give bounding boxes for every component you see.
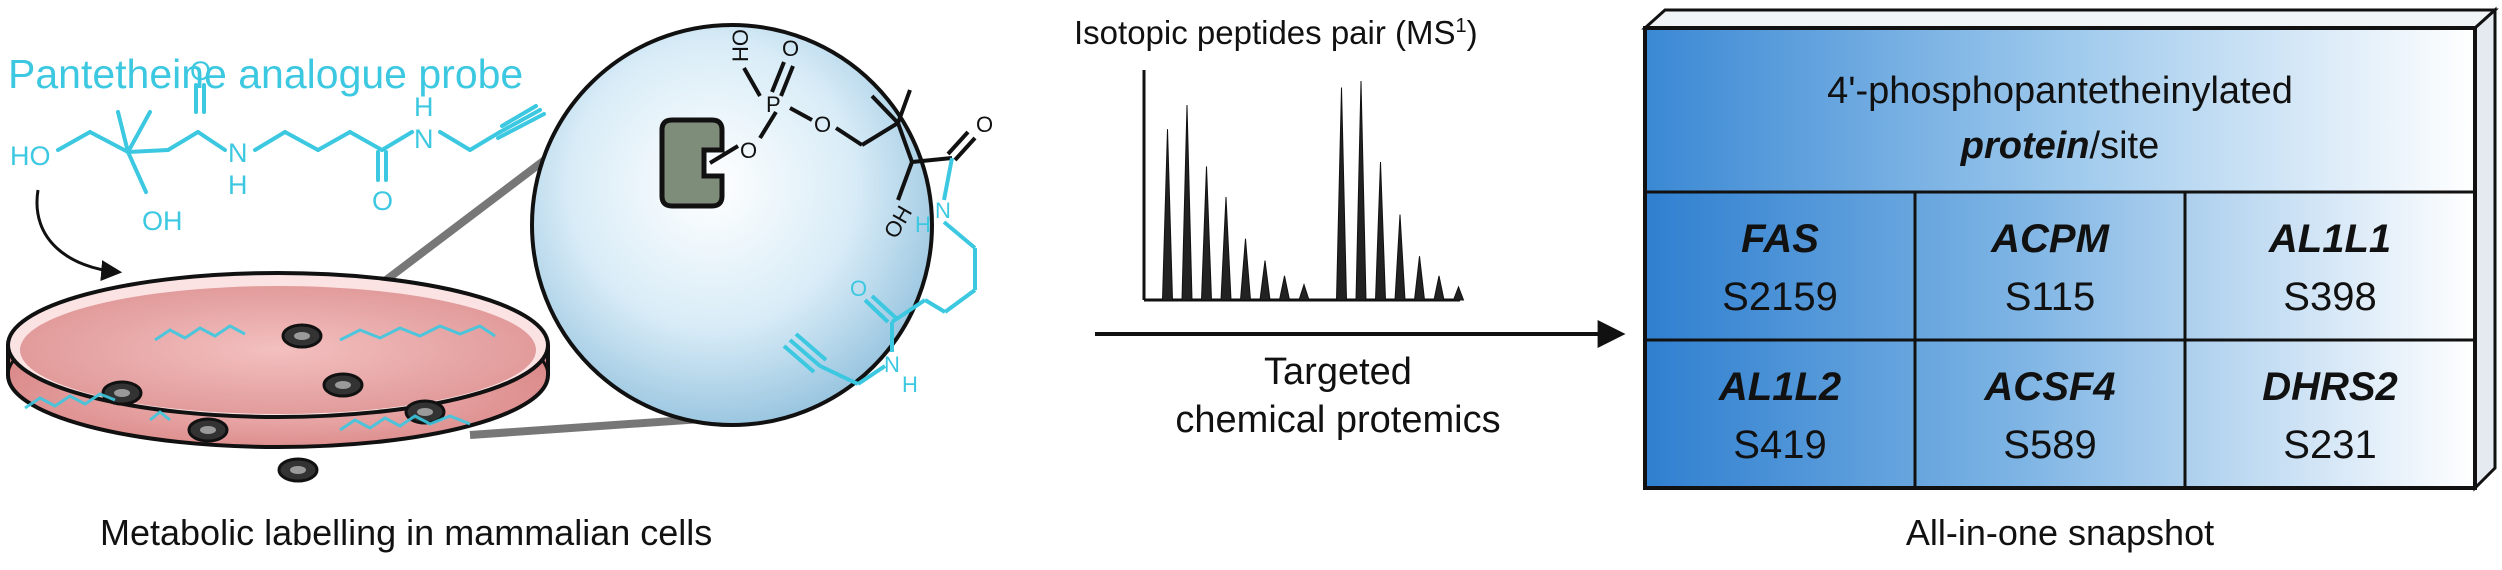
ms-peak-12 [1394, 214, 1406, 301]
protein-linker-bond [708, 144, 740, 165]
ms-peak-10 [1355, 80, 1367, 301]
ppant-structure-black [742, 61, 977, 201]
probe-title: Pantetheine analogue probe [8, 51, 523, 97]
probe-atom-n2h: H [414, 92, 434, 122]
zoom-atom-n2h: H [902, 372, 918, 397]
snapshot-caption: All-in-one snapshot [1906, 512, 2214, 553]
cell-protein: ACPM [1990, 217, 2110, 261]
snapshot-header-bold: protein [1960, 125, 2090, 167]
probe-atom-o2: O [372, 186, 393, 216]
cell-site: S115 [2005, 275, 2095, 319]
process-label-line1: Targeted [1264, 351, 1412, 393]
cell-site: S231 [2283, 423, 2376, 467]
ms-peak-14 [1433, 275, 1445, 301]
carrier-protein [659, 117, 740, 209]
ms-title-main: Isotopic peptides pair (MS [1074, 14, 1456, 51]
zoom-atom-p-o-top: O [782, 36, 799, 61]
snapshot-cell-6: DHRS2 S231 [2262, 365, 2398, 467]
ms-peak-2 [1181, 105, 1193, 301]
process-label-line2: chemical protemics [1175, 399, 1500, 441]
probe-atom-n1h: H [228, 170, 248, 200]
ms-peak-8 [1298, 283, 1310, 301]
ms-peak-1 [1161, 129, 1174, 301]
zoom-atom-n1: N [935, 198, 951, 223]
zoom-atom-o-amide2: O [850, 276, 867, 301]
ms-peak-5 [1239, 238, 1252, 301]
snapshot-header-line2: protein/site [1960, 125, 2159, 167]
ms-title: Isotopic peptides pair (MS1) [1074, 14, 1478, 51]
ms-peak-4 [1220, 197, 1232, 301]
ms-spectrum [1142, 70, 1465, 302]
snapshot-cell-1: FAS S2159 [1722, 217, 1838, 319]
cell-site: S398 [2283, 275, 2376, 319]
snapshot-box [1641, 6, 2499, 492]
ms-peak-6 [1259, 260, 1271, 301]
ms-peak-3 [1200, 166, 1213, 301]
zoom-sphere [530, 23, 934, 427]
ms-peak-15 [1452, 285, 1465, 301]
zoom-atom-n1h: H [915, 212, 931, 237]
ms-peak-13 [1413, 256, 1426, 301]
snapshot-header-line1: 4'-phosphopantetheinylated [1827, 70, 2293, 112]
ms-title-superscript: 1 [1456, 15, 1467, 37]
cell-protein: FAS [1741, 217, 1819, 261]
probe-caption: Metabolic labelling in mammalian cells [100, 512, 712, 553]
cell-site: S589 [2003, 423, 2096, 467]
ms-peak-9 [1335, 87, 1348, 301]
snapshot-cell-3: AL1L1 S398 [2268, 217, 2391, 319]
zoom-atom-o-amide1: O [976, 112, 993, 137]
zoom-atom-p: P [766, 92, 781, 117]
cell-protein: AL1L1 [2268, 217, 2391, 261]
probe-atom-ho: HO [10, 141, 51, 171]
probe-structure [56, 83, 546, 194]
probe-atom-n1: N [228, 138, 248, 168]
snapshot-cell-2: ACPM S115 [1990, 217, 2110, 319]
probe-atom-oh: OH [142, 206, 183, 236]
snapshot-cell-4: AL1L2 S419 [1718, 365, 1841, 467]
cell-nuclei [114, 332, 433, 474]
zoom-atom-p-ho: HO [728, 29, 753, 62]
dish-probe-molecules [24, 324, 496, 432]
ms-peak-7 [1278, 275, 1291, 301]
ppant-structure-cyan [782, 157, 977, 386]
ms-peak-11 [1374, 161, 1387, 301]
cell-site: S419 [1733, 423, 1826, 467]
zoom-atom-p-o-bottom: O [740, 138, 757, 163]
cell-protein: DHRS2 [2262, 365, 2398, 409]
probe-atom-n2: N [414, 124, 434, 154]
snapshot-header-rest: /site [2090, 125, 2160, 167]
probe-atom-o1: O [190, 56, 211, 86]
zoom-atom-n2: N [884, 352, 900, 377]
zoom-atom-p-o-right: O [814, 112, 831, 137]
cell-protein: ACSF4 [1983, 365, 2115, 409]
snapshot-cell-5: ACSF4 S589 [1983, 365, 2115, 467]
cell-site: S2159 [1722, 275, 1838, 319]
petri-dish [6, 271, 550, 449]
ms-title-close: ) [1467, 14, 1478, 51]
cell-protein: AL1L2 [1718, 365, 1841, 409]
probe-uptake-arrow [35, 189, 123, 282]
